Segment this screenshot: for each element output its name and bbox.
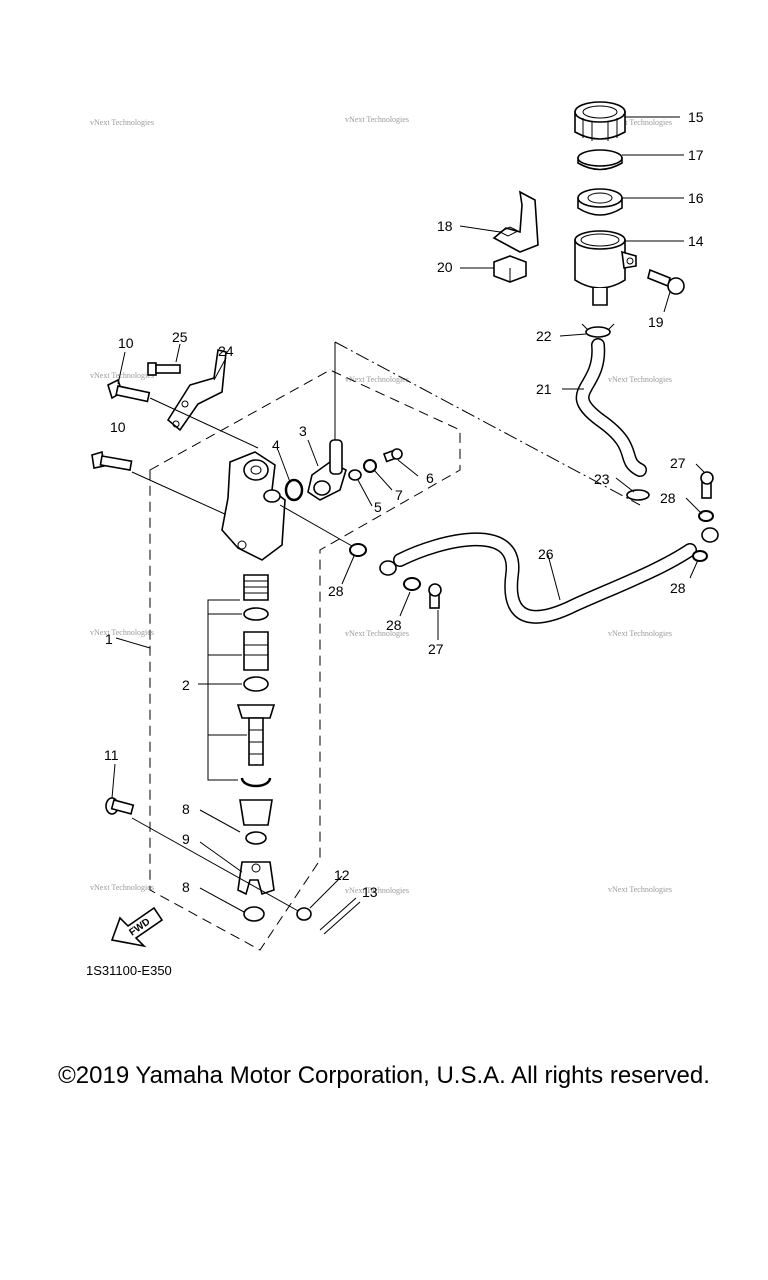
part-label: 25 <box>172 329 188 345</box>
union-bolt <box>428 583 442 609</box>
copper-washer <box>698 510 714 522</box>
part-label: 14 <box>688 233 704 249</box>
part-label: 4 <box>272 437 280 453</box>
o-ring <box>284 478 304 502</box>
reservoir-cap <box>574 101 626 141</box>
part-label: 2 <box>182 677 190 693</box>
part-label: 23 <box>594 471 610 487</box>
lock-nut <box>243 906 265 922</box>
part-label: 3 <box>299 423 307 439</box>
watermark: vNext Technologies <box>90 628 154 637</box>
part-label: 8 <box>182 879 190 895</box>
part-label: 26 <box>538 546 554 562</box>
leader-line <box>149 397 259 449</box>
part-label: 27 <box>670 455 686 471</box>
watermark: vNext Technologies <box>608 629 672 638</box>
part-label: 11 <box>104 747 119 763</box>
watermark: vNext Technologies <box>345 886 409 895</box>
guide-line <box>334 341 641 506</box>
push-rod-clevis <box>237 861 275 896</box>
part-label: 28 <box>660 490 676 506</box>
banjo-fitting <box>701 527 719 543</box>
hose-joint <box>307 439 347 501</box>
parts-diagram: vNext Technologies vNext Technologies vN… <box>86 101 719 978</box>
bolt-10-upper <box>107 378 151 403</box>
watermark: vNext Technologies <box>345 375 409 384</box>
watermark: vNext Technologies <box>608 375 672 384</box>
piston-kit <box>236 574 276 788</box>
part-label: 8 <box>182 801 190 817</box>
copper-washer <box>692 550 708 562</box>
diagram-code: 1S31100-E350 <box>86 963 172 978</box>
banjo-fitting <box>379 560 397 576</box>
watermark: vNext Technologies <box>90 118 154 127</box>
leader-line <box>279 504 353 547</box>
master-cylinder-body <box>221 451 286 561</box>
master-cylinder-bracket <box>166 349 227 432</box>
bolt-10-lower <box>91 450 133 471</box>
part-label: 13 <box>362 884 378 900</box>
part-label: 6 <box>426 470 434 486</box>
reservoir-bracket <box>492 190 539 253</box>
dust-boot <box>239 799 273 845</box>
watermark: vNext Technologies <box>90 371 154 380</box>
part-label: 18 <box>437 218 453 234</box>
hose-clip-lower <box>626 489 650 501</box>
part-label: 10 <box>118 335 134 351</box>
reservoir-hose-fill <box>577 339 646 476</box>
watermark: vNext Technologies <box>90 883 154 892</box>
washer-7 <box>348 469 362 481</box>
watermark: vNext Technologies <box>345 115 409 124</box>
watermark: vNext Technologies <box>608 118 672 127</box>
part-label: 21 <box>536 381 552 397</box>
part-label: 9 <box>182 831 190 847</box>
copyright-notice: ©2019 Yamaha Motor Corporation, U.S.A. A… <box>58 1062 710 1089</box>
washer-12 <box>296 907 312 921</box>
part-label: 22 <box>536 328 552 344</box>
part-label: 7 <box>395 487 403 503</box>
union-bolt <box>700 471 714 499</box>
screw-5 <box>382 448 403 463</box>
part-label: 17 <box>688 147 704 163</box>
part-label: 28 <box>670 580 686 596</box>
part-label: 15 <box>688 109 704 125</box>
part-label: 28 <box>386 617 402 633</box>
part-label: 20 <box>437 259 453 275</box>
circlip-6 <box>363 459 377 473</box>
reservoir-tank <box>574 230 637 306</box>
hose-clip <box>581 323 615 338</box>
copper-washer <box>403 577 421 591</box>
leader-line <box>131 817 301 913</box>
part-label: 12 <box>334 867 350 883</box>
part-number-labels: 1 2 3 6 4 7 5 8 9 8 10 10 11 12 13 14 15… <box>104 109 704 900</box>
cotter-pin <box>319 897 361 935</box>
rubber-block <box>493 255 527 283</box>
leader-line <box>131 471 239 521</box>
part-label: 16 <box>688 190 704 206</box>
kit-bracket <box>207 599 247 781</box>
fwd-arrow: FWD <box>110 906 164 948</box>
brake-hose-fill <box>394 533 696 623</box>
part-label: 10 <box>110 419 126 435</box>
part-label: 24 <box>218 343 234 359</box>
part-label: 19 <box>648 314 664 330</box>
watermark: vNext Technologies <box>345 629 409 638</box>
diaphragm-plate <box>577 149 623 171</box>
bolt-19 <box>647 268 685 295</box>
clevis-pin <box>105 797 135 815</box>
watermark: vNext Technologies <box>608 885 672 894</box>
part-label: 5 <box>374 499 382 515</box>
watermarks: vNext Technologies vNext Technologies vN… <box>90 115 672 895</box>
assembly-outline <box>149 369 461 951</box>
screw-25 <box>147 362 181 376</box>
part-label: 27 <box>428 641 444 657</box>
copper-washer <box>349 543 367 557</box>
diaphragm <box>577 188 623 216</box>
part-label: 1 <box>105 631 113 647</box>
leader-lines <box>111 116 705 913</box>
part-label: 28 <box>328 583 344 599</box>
